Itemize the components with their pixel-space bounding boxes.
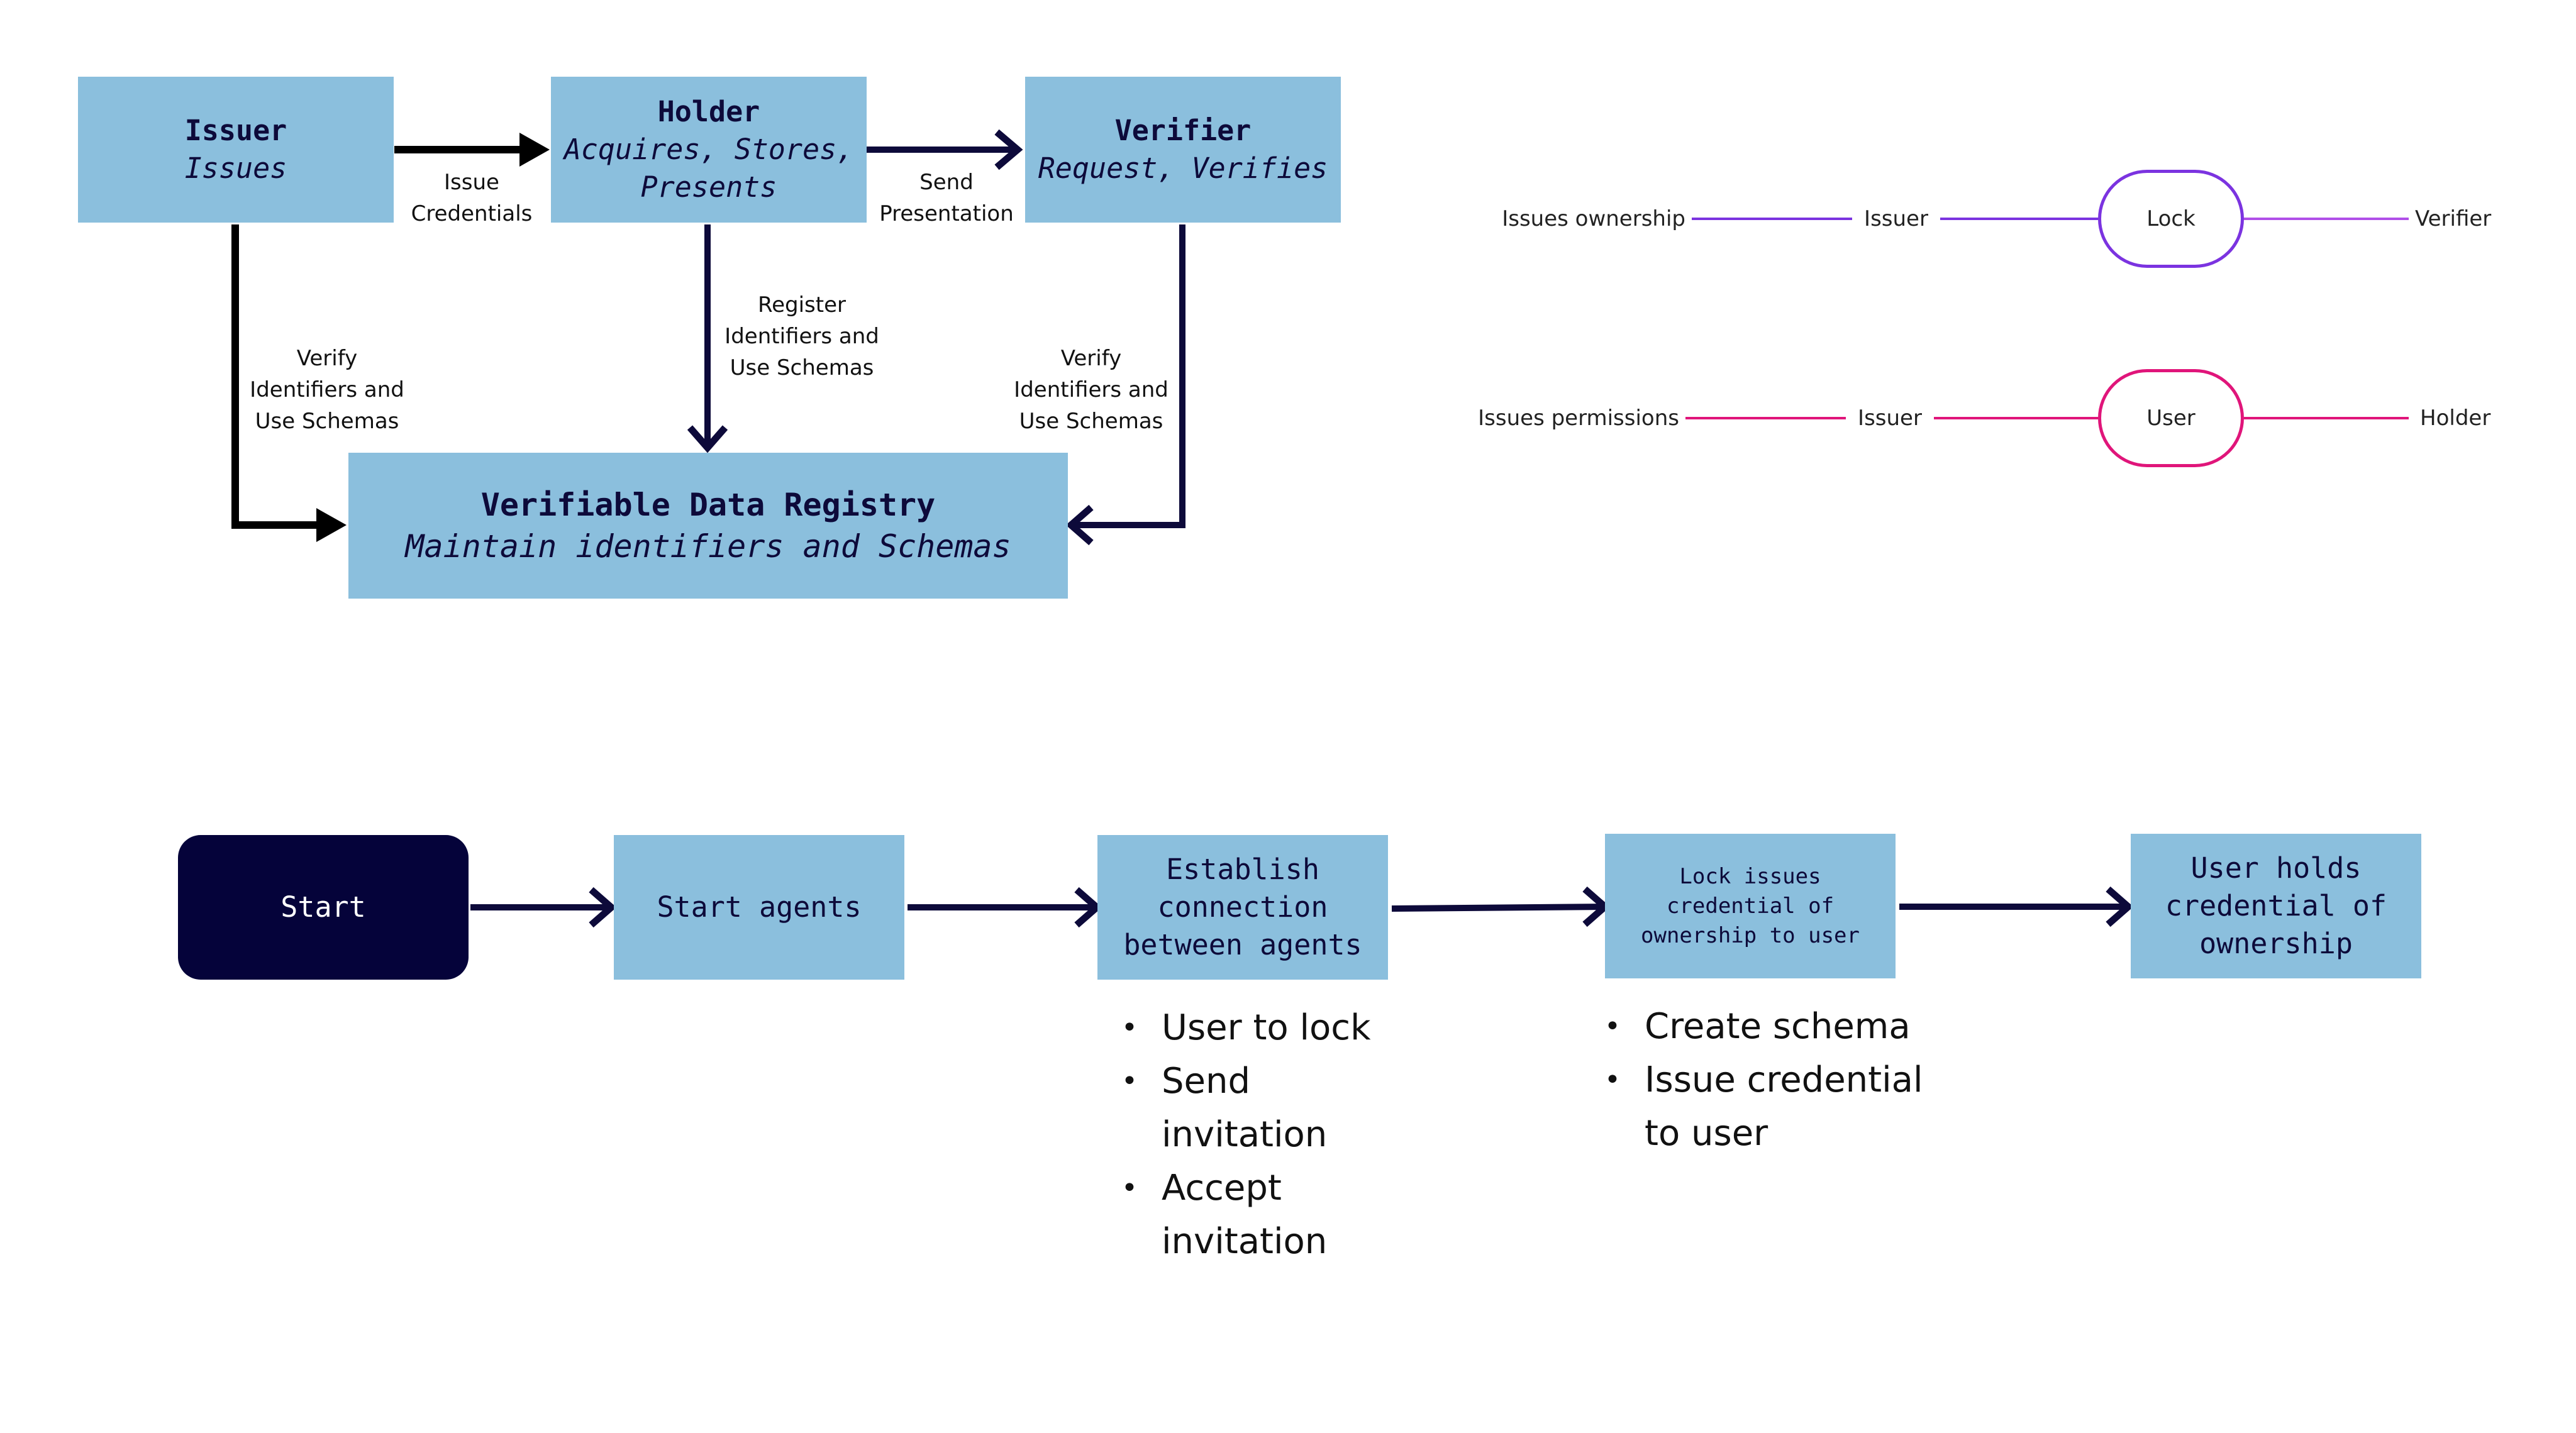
legend-lock-node: Lock: [2098, 170, 2244, 268]
flow-step-start-agents: Start agents: [614, 835, 904, 980]
issuer-subtitle: Issues: [184, 152, 287, 185]
flow-start-node: Start: [178, 835, 469, 980]
legend-ownership-to: Verifier: [2415, 206, 2492, 231]
holder-subtitle-line2: Presents: [640, 170, 777, 204]
holder-title: Holder: [657, 95, 760, 128]
holder-subtitle-line1: Acquires, Stores,: [564, 133, 854, 166]
arrow-step1-to-step2: [908, 887, 1102, 928]
issuer-box: Issuer Issues: [78, 77, 394, 223]
flow-step-user-holds: User holds credential of ownership: [2131, 834, 2421, 978]
arrow-issuer-to-holder: [394, 133, 550, 167]
arrow-issuer-to-registry: [231, 224, 347, 542]
label-verify-right: Verify Identifiers and Use Schemas: [1014, 346, 1169, 434]
verifier-subtitle: Request, Verifies: [1038, 152, 1328, 185]
arrow-holder-to-registry: [687, 224, 728, 453]
flow-step-establish-connection: Establish connection between agents: [1097, 835, 1388, 980]
registry-subtitle: Maintain identifiers and Schemas: [405, 528, 1011, 565]
arrow-step3-to-step4: [1899, 886, 2134, 927]
legend-permissions-to: Holder: [2420, 406, 2491, 431]
legend-ownership-from: Issuer: [1864, 206, 1928, 231]
holder-box: Holder Acquires, Stores, Presents: [551, 77, 867, 223]
arrow-start-to-step1: [470, 887, 617, 928]
legend-ownership-relation: Issues ownership: [1502, 206, 1685, 231]
arrow-step2-to-step3: [1391, 886, 1611, 927]
legend-permissions-from: Issuer: [1858, 406, 1922, 431]
label-issue-credentials: Issue Credentials: [411, 170, 533, 226]
registry-box: Verifiable Data Registry Maintain identi…: [348, 453, 1068, 599]
legend-user-node: User: [2098, 369, 2244, 467]
verifier-title: Verifier: [1114, 114, 1252, 147]
registry-title: Verifiable Data Registry: [480, 487, 936, 523]
list-item: User to lock: [1116, 1001, 1443, 1054]
label-verify-left: Verify Identifiers and Use Schemas: [250, 346, 404, 434]
arrow-holder-to-verifier: [867, 129, 1023, 170]
list-item: Create schema: [1599, 1000, 1989, 1053]
label-register-identifiers: Register Identifiers and Use Schemas: [724, 292, 879, 380]
legend-permissions-relation: Issues permissions: [1478, 406, 1679, 431]
flow-step-lock-issues: Lock issues credential of ownership to u…: [1605, 834, 1896, 978]
label-send-presentation: Send Presentation: [879, 170, 1014, 226]
issuer-title: Issuer: [184, 114, 287, 147]
arrow-verifier-to-registry: [1065, 224, 1185, 546]
verifier-box: Verifier Request, Verifies: [1025, 77, 1341, 223]
